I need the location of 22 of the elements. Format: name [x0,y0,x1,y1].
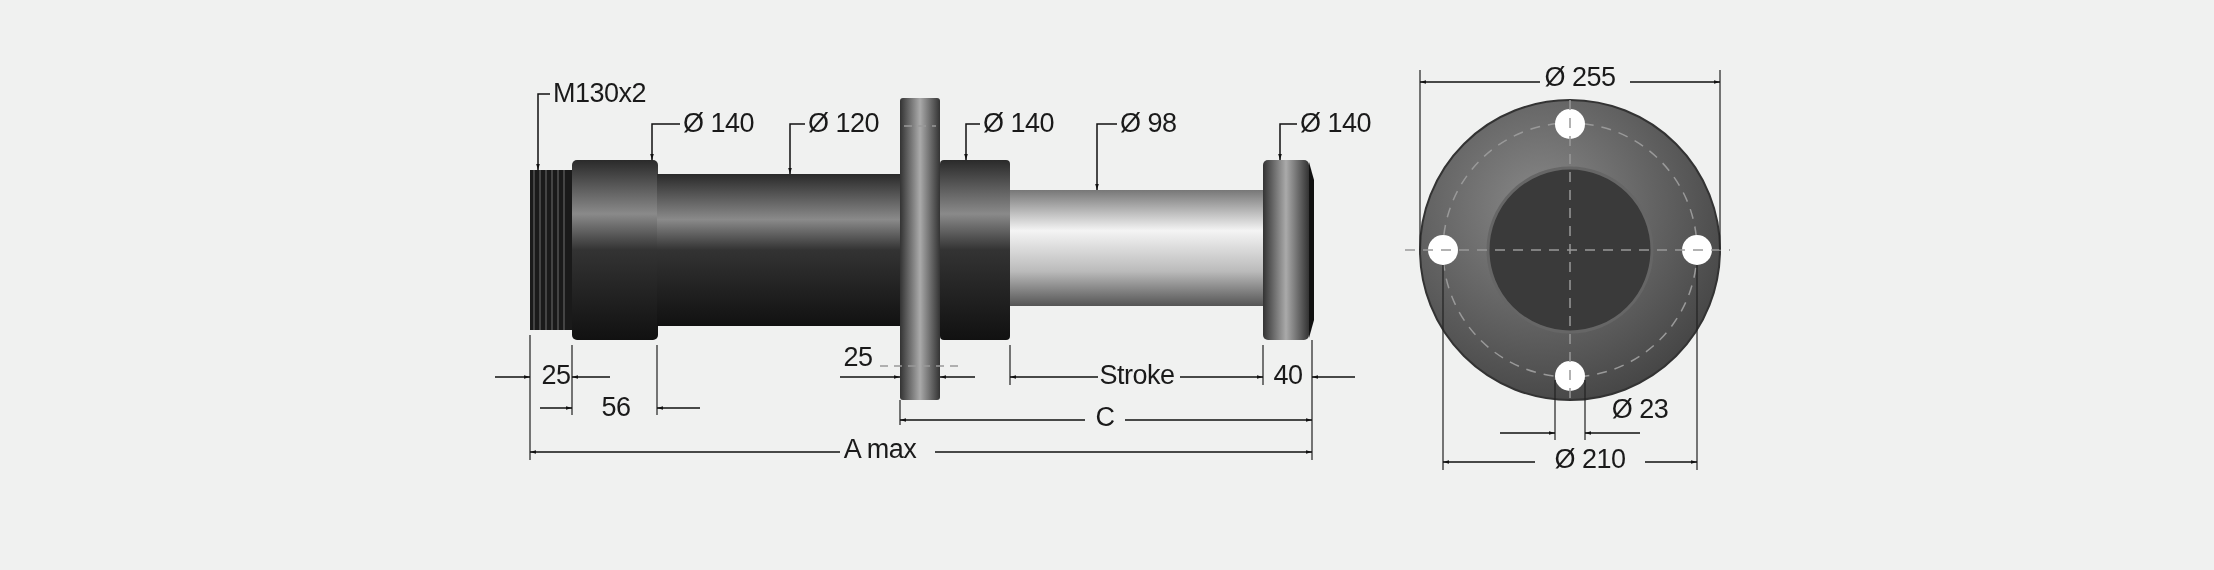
dimension-label: 25 [541,359,571,391]
dimension-label: C [1095,401,1115,433]
dimension-label: A max [843,433,917,465]
leader-line [788,123,806,175]
leader-label: Ø 140 [983,107,1055,139]
leader-label: Ø 140 [1300,107,1372,139]
dimension-label: Ø 23 [1611,393,1669,425]
leader-line [1278,123,1298,161]
leader-label: Ø 98 [1120,107,1177,139]
leader-line [650,123,681,161]
dimension-label: Stroke [1099,359,1175,391]
dimension-label: Ø 255 [1544,61,1616,93]
leader-label: M130x2 [553,77,647,109]
dimension-label: 40 [1273,359,1303,391]
leader-line [536,93,551,171]
dimension-label: Ø 210 [1554,443,1626,475]
dimension-label: 25 [843,341,873,373]
leader-line [964,123,981,161]
leader-label: Ø 140 [683,107,755,139]
dimension-label: 56 [601,391,631,423]
leader-line [1095,123,1118,191]
leader-label: Ø 120 [808,107,880,139]
